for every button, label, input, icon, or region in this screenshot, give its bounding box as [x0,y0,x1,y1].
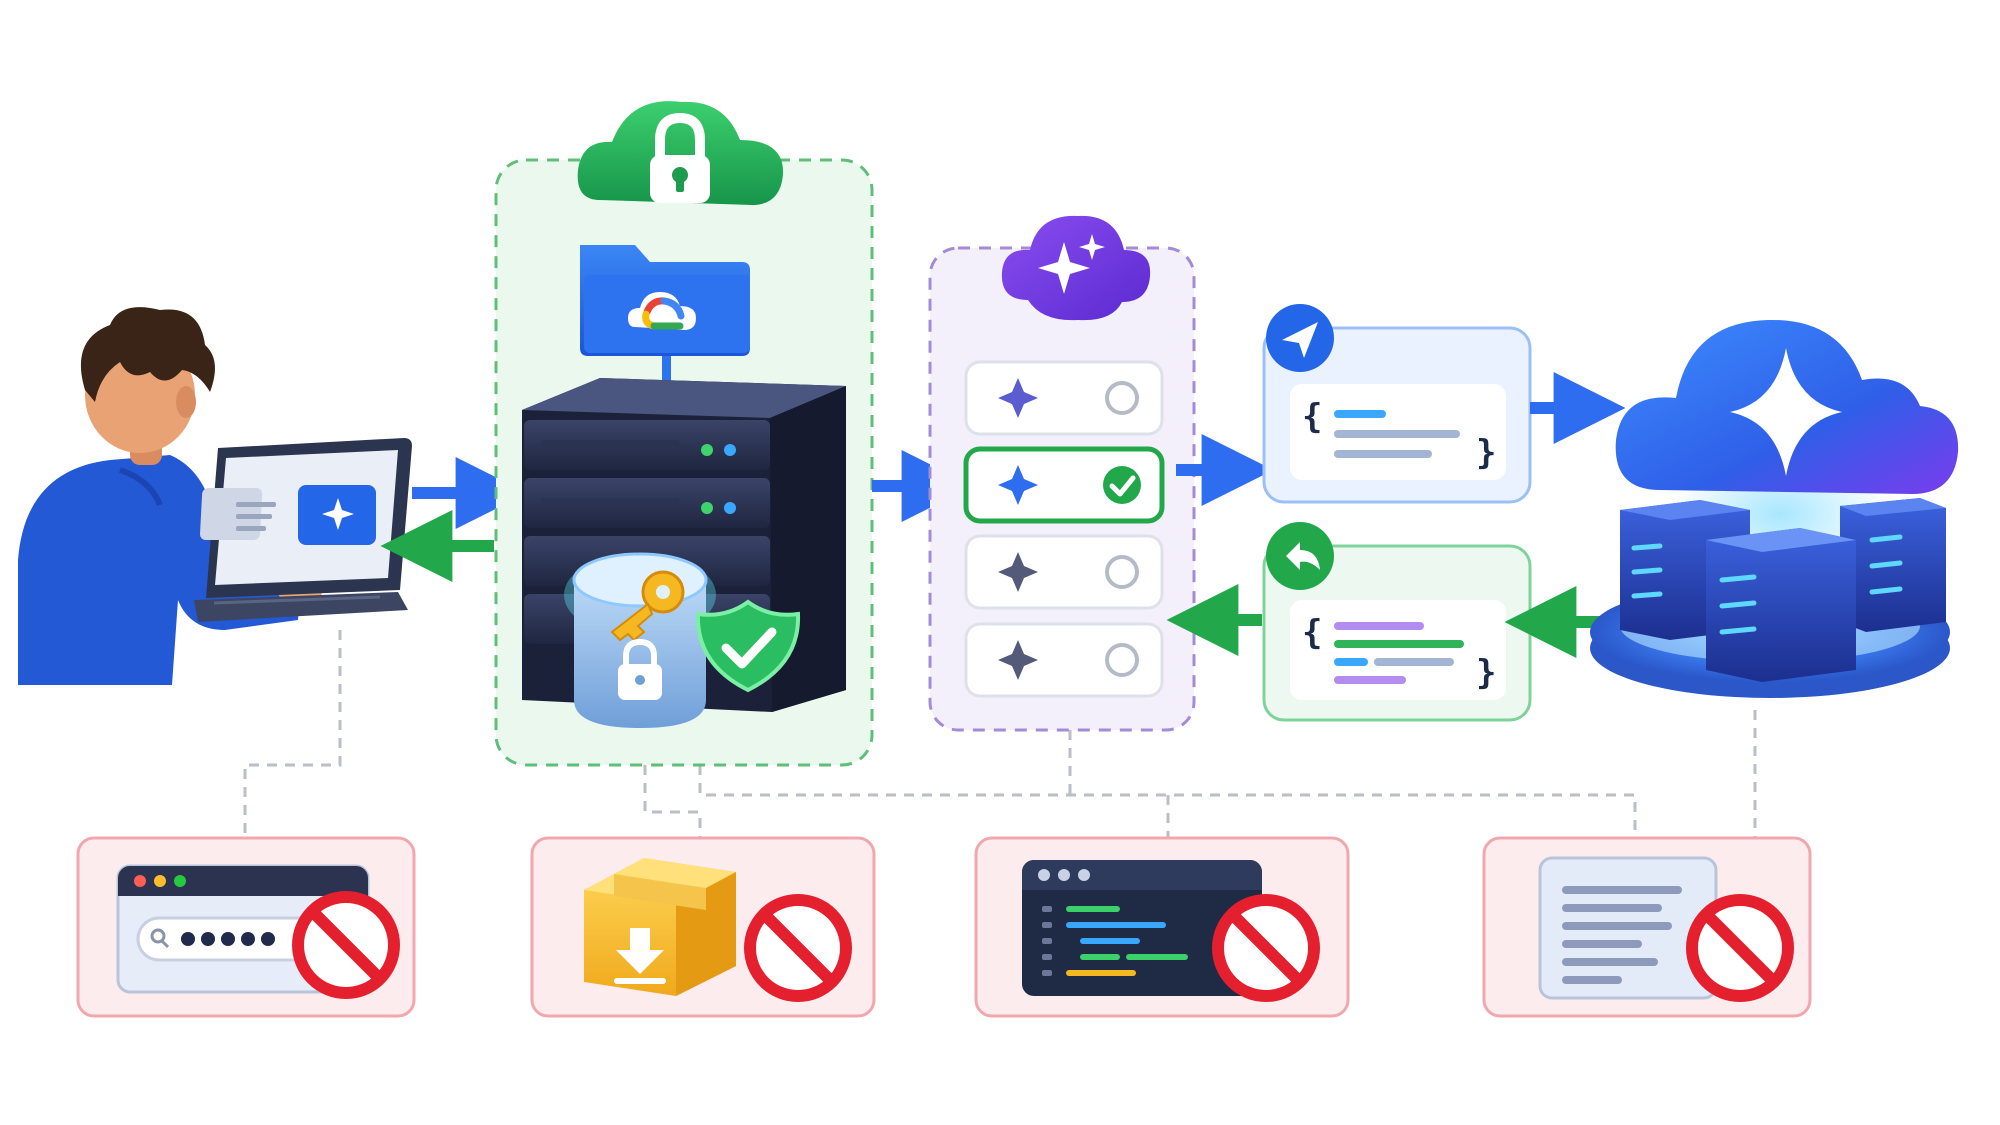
model-sparkle-icon [998,640,1038,680]
ai-sparkle-icon [1730,348,1842,476]
model-sparkle-icon [998,552,1038,592]
request-brace-open: { [1302,397,1322,437]
request-payload-card: { } [1262,304,1532,504]
blocked-card-document-access [1482,836,1812,1018]
model-radio-selected-check-icon[interactable] [1103,466,1141,504]
developer-at-laptop-icon [18,307,412,685]
block-sign-icon [1212,894,1320,1002]
secure-zone [494,101,874,767]
block-sign-icon [744,894,852,1002]
gold-key-icon [610,570,685,642]
model-radio-unselected[interactable] [1105,381,1139,415]
send-icon [1266,304,1334,372]
blocked-card-code-execution [974,836,1350,1018]
reply-icon [1266,522,1334,590]
no-document-icon [1538,856,1718,1000]
model-radio-unselected[interactable] [1105,555,1139,589]
blocked-card-credentials [76,836,416,1018]
ai-cloud-datacenter-icon [1590,319,1959,698]
model-sparkle-icon [998,465,1038,505]
model-option-2-selected[interactable] [963,446,1165,524]
model-selector-zone [928,215,1196,732]
model-option-3[interactable] [964,534,1164,610]
key-vault-icon [564,552,716,728]
datacenter-servers [1620,498,1946,682]
vault-lock-icon [618,638,662,700]
dashed-connectors [243,630,1757,838]
no-package-download-icon [584,858,736,996]
connector-user-to-password-card [243,630,342,838]
model-radio-unselected[interactable] [1105,643,1139,677]
response-payload-card: { } [1262,522,1532,722]
shield-check-icon [695,599,801,693]
model-sparkle-icon [998,378,1038,418]
request-brace-close: } [1476,433,1496,473]
cloud-storage-folder-icon [580,245,750,398]
model-option-list [963,360,1165,698]
model-option-1[interactable] [964,360,1164,436]
block-sign-icon [292,891,400,999]
response-brace-close: } [1476,653,1496,693]
model-option-4[interactable] [964,622,1164,698]
no-code-icon [1022,860,1262,996]
blocked-card-package-download [530,836,876,1018]
no-password-icon [116,864,370,994]
block-sign-icon [1686,894,1794,1002]
cloud-lock-icon [577,101,784,205]
user-node [18,307,412,685]
sparkle-cloud-icon [1001,215,1151,321]
ai-cloud [1615,319,1959,494]
connector-secure-zone-to-package-card [643,765,702,838]
response-brace-open: { [1302,613,1322,653]
connector-model-zone-to-code-card [1068,730,1170,838]
